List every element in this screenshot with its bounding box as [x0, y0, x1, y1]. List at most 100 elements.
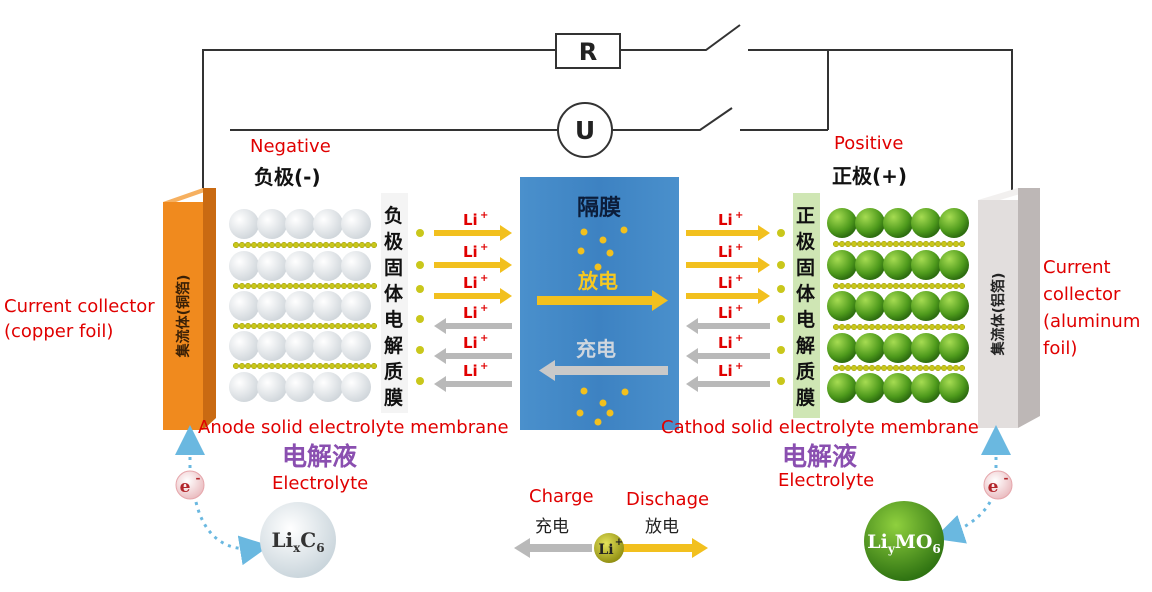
- intercalated-li: [850, 282, 858, 290]
- circuit-wires: [202, 24, 1013, 190]
- intercalated-li: [262, 282, 270, 290]
- intercalated-li: [838, 240, 846, 248]
- intercalated-li: [904, 240, 912, 248]
- cei-char: 固: [796, 257, 816, 279]
- intercalated-li: [322, 282, 330, 290]
- cathode-particle: [883, 333, 913, 363]
- intercalated-li: [886, 282, 894, 290]
- intercalated-li: [310, 241, 318, 249]
- cei-char: 正: [796, 205, 816, 227]
- intercalated-li: [844, 364, 852, 372]
- anode-graphite-layer: [229, 209, 378, 402]
- svg-text:Li: Li: [718, 362, 733, 380]
- intercalated-li: [316, 322, 324, 330]
- svg-text:+: +: [480, 242, 488, 253]
- svg-text:-: -: [1004, 471, 1009, 485]
- cei-char: 极: [796, 231, 816, 253]
- intercalated-li: [880, 364, 888, 372]
- graphite-particle: [341, 331, 371, 361]
- intercalated-li: [838, 364, 846, 372]
- graphite-particle: [313, 372, 343, 402]
- graphite-particle: [285, 291, 315, 321]
- cathode-particle: [827, 208, 857, 238]
- intercalated-li: [268, 241, 276, 249]
- intercalated-li: [904, 282, 912, 290]
- intercalated-li: [856, 240, 864, 248]
- voltmeter: U: [557, 102, 613, 158]
- graphite-particle: [229, 251, 259, 281]
- intercalated-li: [910, 323, 918, 331]
- li-ion-arrow-right: Li+: [434, 210, 512, 241]
- intercalated-li: [940, 364, 948, 372]
- li-ion-dot: [416, 229, 424, 237]
- intercalated-li: [934, 240, 942, 248]
- li-ion-dot: [580, 387, 588, 395]
- graphite-particle: [285, 331, 315, 361]
- anode-sei-membrane: [381, 193, 408, 413]
- intercalated-li: [370, 241, 378, 249]
- intercalated-li: [880, 323, 888, 331]
- li-ion-arrow-left: Li+: [686, 333, 770, 364]
- li-ion-dot: [777, 285, 785, 293]
- cathode-particle: [939, 373, 969, 403]
- li-ion-arrow-left: Li+: [434, 333, 512, 364]
- intercalated-li: [286, 322, 294, 330]
- cathode-cei-membrane: [793, 193, 820, 418]
- intercalated-li: [958, 240, 966, 248]
- intercalated-li: [280, 362, 288, 370]
- li-ion-arrow-left: Li+: [434, 361, 512, 392]
- intercalated-li: [946, 282, 954, 290]
- li-ion-arrow-right: Li+: [686, 273, 770, 304]
- intercalated-li: [958, 364, 966, 372]
- graphite-particle: [257, 209, 287, 239]
- intercalated-li: [868, 282, 876, 290]
- intercalated-li: [916, 323, 924, 331]
- charge-arrow-main: [539, 360, 668, 381]
- legend-ion: Li +: [594, 533, 624, 563]
- svg-text:Li: Li: [718, 304, 733, 322]
- intercalated-li: [364, 322, 372, 330]
- intercalated-li: [958, 323, 966, 331]
- intercalated-li: [862, 364, 870, 372]
- svg-text:Li: Li: [598, 542, 613, 558]
- legend-discharge-cn: 放电: [645, 517, 679, 537]
- copper-collector-en-1: Current collector: [4, 296, 155, 317]
- intercalated-li: [832, 282, 840, 290]
- intercalated-li: [322, 322, 330, 330]
- li-ion-arrow-left: Li+: [434, 303, 512, 334]
- cathode-particle: [883, 291, 913, 321]
- intercalated-li: [328, 322, 336, 330]
- svg-text:Li: Li: [463, 334, 478, 352]
- intercalated-li: [952, 323, 960, 331]
- intercalated-li: [346, 282, 354, 290]
- intercalated-li: [250, 322, 258, 330]
- cathode-particle: [911, 291, 941, 321]
- svg-text:LiyMO6: LiyMO6: [867, 531, 941, 556]
- li-ion-dot: [777, 315, 785, 323]
- intercalated-li: [292, 241, 300, 249]
- intercalated-li: [934, 282, 942, 290]
- intercalated-li: [904, 323, 912, 331]
- intercalated-li: [838, 323, 846, 331]
- intercalated-li: [250, 282, 258, 290]
- cathode-electron-path: [933, 425, 1011, 544]
- graphite-particle: [313, 331, 343, 361]
- intercalated-li: [364, 282, 372, 290]
- intercalated-li: [898, 240, 906, 248]
- graphite-particle: [313, 209, 343, 239]
- cathode-electrolyte-cn: 电解液: [782, 442, 858, 471]
- resistor: R: [555, 33, 621, 69]
- li-ion-arrow-right: Li+: [434, 242, 512, 273]
- li-ion-dot: [777, 346, 785, 354]
- legend-discharge-arrow: [622, 538, 708, 558]
- intercalated-li: [280, 322, 288, 330]
- intercalated-li: [916, 240, 924, 248]
- intercalated-li: [910, 364, 918, 372]
- cathode-particle: [855, 208, 885, 238]
- cathode-particle: [939, 208, 969, 238]
- intercalated-li: [334, 241, 342, 249]
- intercalated-li: [304, 362, 312, 370]
- intercalated-li: [334, 282, 342, 290]
- svg-text:+: +: [615, 537, 623, 548]
- cathode-particle: [855, 291, 885, 321]
